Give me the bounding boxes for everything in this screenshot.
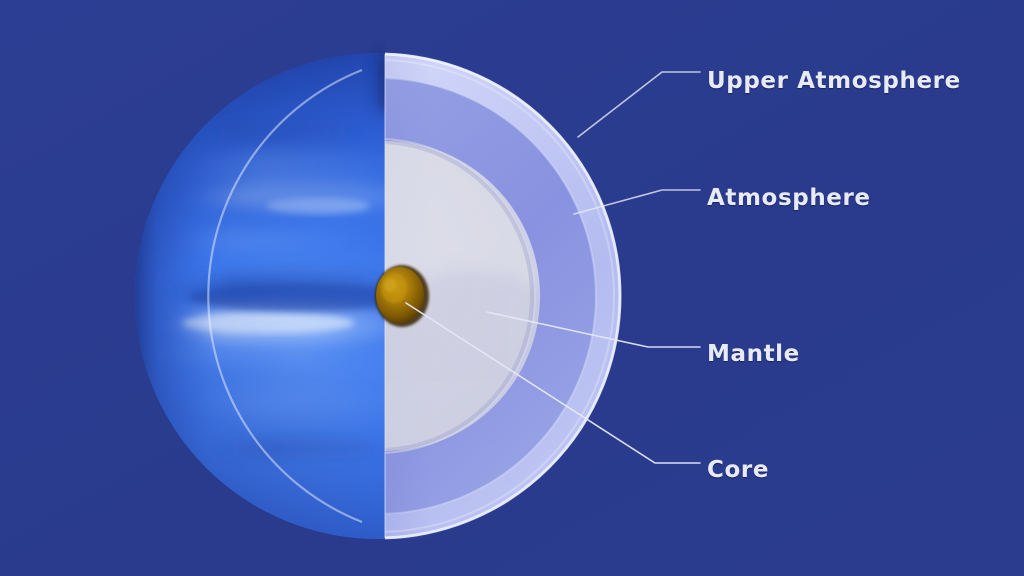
mantle-edge-shadow <box>385 138 536 454</box>
leader-line-mantle <box>486 311 701 348</box>
leader-line-atmosphere <box>573 189 701 215</box>
planet-visible-hemisphere <box>135 53 385 539</box>
leader-lines <box>405 71 701 464</box>
label-mantle[interactable]: Mantle <box>707 341 800 367</box>
leader-line-core <box>405 302 701 464</box>
leader-line-upper-atmosphere <box>577 71 701 138</box>
globe-upper-shadow <box>378 53 385 111</box>
label-core[interactable]: Core <box>707 457 770 483</box>
sphere-rim-highlight <box>385 52 622 540</box>
label-atmosphere[interactable]: Atmosphere <box>707 185 871 211</box>
label-upper-atmosphere[interactable]: Upper Atmosphere <box>707 68 961 94</box>
layer-core[interactable] <box>375 265 429 327</box>
